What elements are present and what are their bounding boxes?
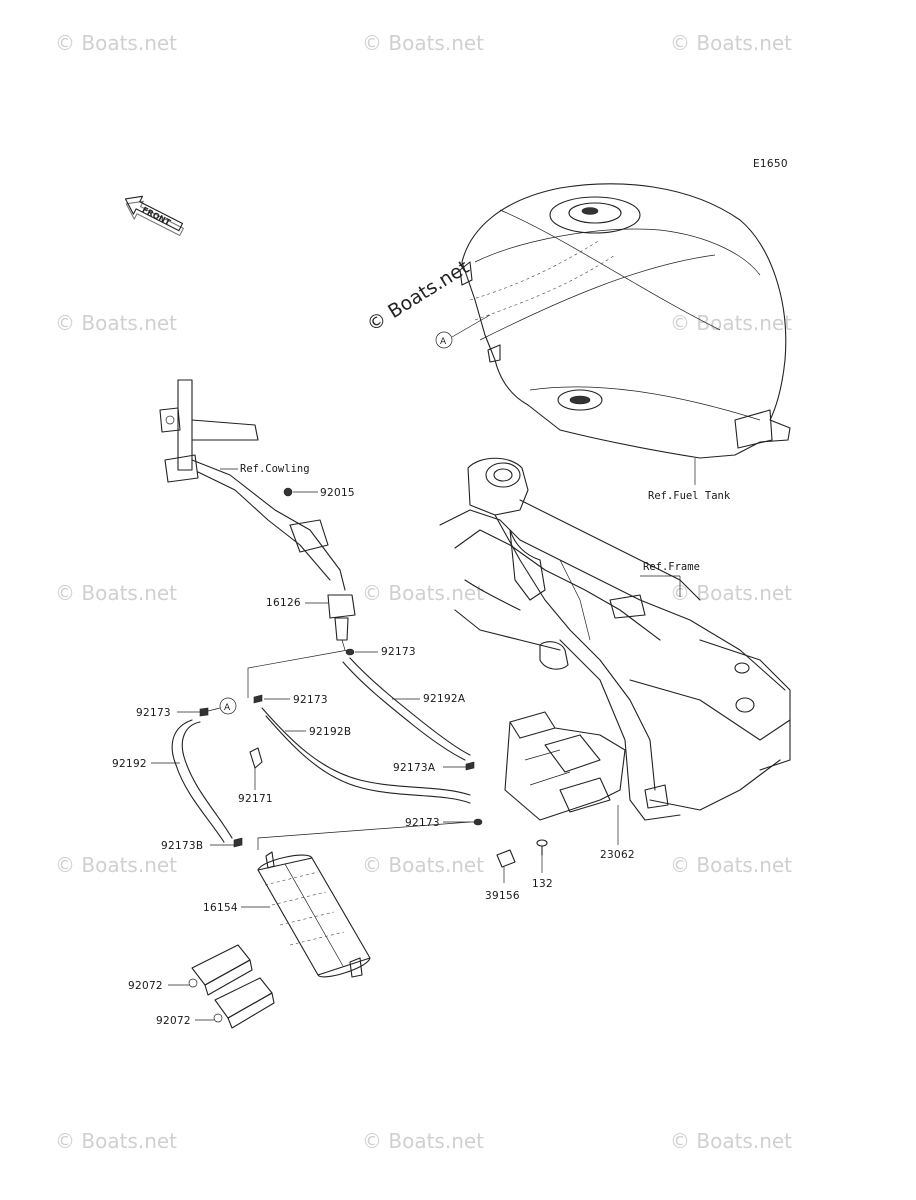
bracket-23062 xyxy=(504,711,626,821)
hose-92192b xyxy=(261,707,471,796)
watermark: © Boats.net xyxy=(55,853,177,877)
part-92015: 92015 xyxy=(320,487,355,499)
ref-cowling-label: Ref.Cowling xyxy=(240,463,310,475)
part-16154: 16154 xyxy=(203,902,238,914)
ref-fuel-tank-label: Ref.Fuel Tank xyxy=(648,490,731,502)
watermark: © Boats.net xyxy=(670,581,792,605)
bolt-132 xyxy=(536,839,548,856)
valve-16126 xyxy=(327,594,356,651)
part-92173-left: 92173 xyxy=(136,707,171,719)
circle-ref-label: A xyxy=(440,337,447,347)
watermark: © Boats.net xyxy=(55,311,177,335)
part-132: 132 xyxy=(532,878,553,890)
part-92171: 92171 xyxy=(238,793,273,805)
watermark: © Boats.net xyxy=(55,581,177,605)
part-92173b: 92173B xyxy=(161,840,203,852)
clamp-92173a xyxy=(465,761,475,771)
clamp-92173-left xyxy=(199,707,209,717)
clamp-92173b xyxy=(233,837,243,848)
part-92173-top: 92173 xyxy=(381,646,416,658)
part-92173-low: 92173 xyxy=(405,817,440,829)
diagram-code: E1650 xyxy=(753,158,788,170)
watermark: © Boats.net xyxy=(362,31,484,55)
clamp-92173 xyxy=(345,648,355,656)
watermark: © Boats.net xyxy=(362,1129,484,1153)
band-92072-a xyxy=(188,944,253,996)
watermarks: © Boats.net © Boats.net © Boats.net © Bo… xyxy=(55,31,792,1153)
watermark: © Boats.net xyxy=(670,1129,792,1153)
watermark: © Boats.net xyxy=(670,311,792,335)
watermark: © Boats.net xyxy=(670,31,792,55)
watermark: © Boats.net xyxy=(670,853,792,877)
clip-92171 xyxy=(249,747,263,769)
center-watermark: © Boats.net xyxy=(363,256,473,336)
cowling-bracket xyxy=(159,379,346,591)
canister-16154 xyxy=(257,851,371,978)
hose-92192a xyxy=(349,657,471,756)
watermark: © Boats.net xyxy=(55,31,177,55)
watermark: © Boats.net xyxy=(55,1129,177,1153)
hose-92192 xyxy=(181,721,233,839)
part-92072-b: 92072 xyxy=(156,1015,191,1027)
watermark: © Boats.net xyxy=(362,581,484,605)
front-arrow-icon: FRONT xyxy=(124,195,184,237)
nut-92015 xyxy=(283,487,293,497)
part-16126: 16126 xyxy=(266,597,301,609)
watermark: © Boats.net xyxy=(362,853,484,877)
circle-ref-a: A xyxy=(435,314,491,349)
clamp-92173-low xyxy=(473,818,483,826)
part-92173-mid: 92173 xyxy=(293,694,328,706)
frame xyxy=(439,457,791,821)
part-39156: 39156 xyxy=(485,890,520,902)
grommet-39156 xyxy=(496,849,516,868)
part-92192b: 92192B xyxy=(309,726,351,738)
part-92192: 92192 xyxy=(112,758,147,770)
circle-ref-label-2: A xyxy=(224,703,231,713)
ref-frame-label: Ref.Frame xyxy=(643,561,700,573)
clamp-92173-mid xyxy=(253,694,263,704)
part-92173a: 92173A xyxy=(393,762,436,774)
fuel-tank xyxy=(459,183,791,459)
part-23062: 23062 xyxy=(600,849,635,861)
part-92072-a: 92072 xyxy=(128,980,163,992)
band-92072-b xyxy=(213,977,275,1029)
part-92192a: 92192A xyxy=(423,693,466,705)
